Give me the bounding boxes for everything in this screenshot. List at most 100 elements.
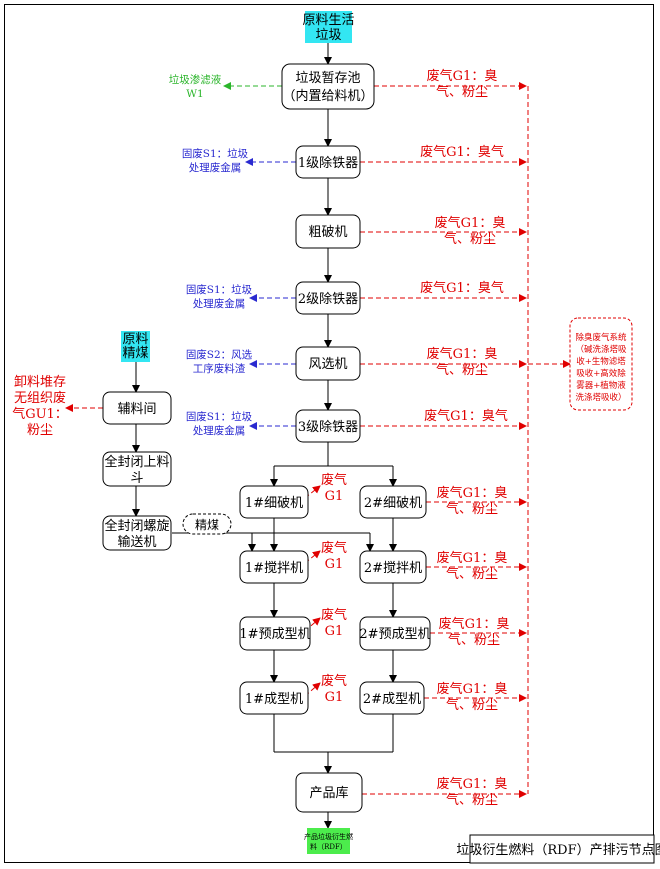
rdf-output: [307, 828, 350, 854]
g-form2-l1: 废气G1：臭: [437, 681, 508, 697]
node-fe3-box: [295, 409, 361, 443]
aux-coal-input-l1: 原料: [122, 332, 148, 347]
sys-l2: （碱洗涤塔吸: [575, 344, 627, 355]
rdf-output-l1: 产品垃圾衍生燃: [304, 832, 353, 841]
sys-l4: 吸收+高效除: [576, 368, 626, 379]
node-pre2-box: [359, 616, 431, 651]
aux-coal-input-l2: 精煤: [122, 346, 148, 361]
node-form2-box: [359, 681, 425, 715]
sys-l3: 收+生物滤塔: [576, 356, 626, 367]
node-storage-l2: （内置给料机）: [282, 88, 373, 104]
node-form2: 2#成型机: [363, 692, 421, 707]
g-air-l1: 废气G1：臭: [427, 346, 498, 362]
g-fine2-l1: 废气G1：臭: [437, 485, 508, 501]
waste-lines: [65, 82, 296, 430]
raw-garbage-input: [305, 11, 352, 43]
raw-garbage-input-l1: 原料生活: [302, 13, 354, 28]
g-fe1: 废气G1：臭气: [420, 144, 504, 160]
g-form2-l2: 气、粉尘: [446, 697, 498, 713]
node-mix2: 2#搅拌机: [364, 560, 422, 576]
node-mix1: 1#搅拌机: [245, 560, 303, 576]
raw-garbage-input-l2: 垃圾: [315, 28, 341, 43]
coal-tag: [182, 513, 232, 535]
g-pre2-l2: 气、粉尘: [448, 632, 500, 648]
node-screw-l2: 输送机: [117, 534, 156, 550]
node-fe3: 3级除铁器: [298, 420, 358, 435]
node-coarse: 粗破机: [308, 225, 347, 240]
s1b-l2: 处理废金属: [193, 297, 246, 310]
g-small-fine1-l1: 废气: [321, 472, 347, 488]
g-mix2-l1: 废气G1：臭: [437, 550, 508, 566]
deodor-system-box: [569, 317, 633, 411]
gu1-l3: 气GU1：: [12, 406, 68, 422]
node-mix1-box: [239, 550, 309, 584]
g-small-form1-l1: 废气: [321, 673, 347, 689]
node-fine1: 1#细破机: [245, 496, 303, 511]
node-storage-l1: 垃圾暂存池: [295, 71, 360, 86]
g-fe2: 废气G1：臭气: [420, 280, 504, 296]
g-small-mix1-l2: G1: [325, 557, 344, 572]
node-fe2-box: [295, 281, 361, 315]
coal-tag-label: 精煤: [195, 518, 219, 532]
g-small-mix1-l1: 废气: [321, 540, 347, 556]
node-aux-room: 辅料间: [117, 402, 156, 417]
g-small-pre1-l2: G1: [325, 624, 344, 639]
gu1-l2: 无组织废: [14, 390, 66, 406]
node-product: 产品库: [309, 785, 348, 801]
leachate-l1: 垃圾渗滤液: [169, 73, 222, 86]
s1a-l1: 固废S1：垃圾: [182, 147, 249, 160]
g-small-form1-l2: G1: [325, 690, 344, 705]
node-air-box: [295, 346, 361, 381]
s1c-l2: 处理废金属: [193, 424, 246, 437]
node-product-box: [295, 772, 363, 813]
g-air-l2: 气、粉尘: [436, 362, 488, 378]
node-hopper-l2: 斗: [130, 471, 143, 486]
sys-l6: 洗涤塔吸收）: [575, 392, 626, 403]
node-storage-box: [281, 63, 375, 110]
node-pre1-box: [239, 616, 311, 651]
sys-l1: 除臭废气系统: [575, 332, 627, 343]
s2-l2: 工序废料渣: [193, 362, 246, 375]
rdf-output-l2: 料（RDF）: [310, 842, 347, 851]
node-aux-room-box: [102, 391, 172, 425]
node-fe2: 2级除铁器: [298, 292, 358, 307]
node-fine2: 2#细破机: [364, 496, 422, 511]
node-form1: 1#成型机: [245, 692, 303, 707]
s2-l1: 固废S2：风选: [186, 348, 253, 361]
g-coarse-l2: 气、粉尘: [444, 231, 496, 247]
s1c-l1: 固废S1：垃圾: [186, 410, 253, 423]
g-small-pre1-l1: 废气: [321, 607, 347, 623]
main-flow-lines: [132, 43, 397, 829]
diagram-frame: [4, 4, 654, 863]
node-fine2-box: [359, 485, 427, 519]
aux-coal-input: [121, 331, 150, 362]
node-fine1-box: [239, 485, 309, 519]
node-hopper-box: [102, 451, 172, 487]
g-small-fine1-l2: G1: [325, 489, 344, 504]
node-form1-box: [239, 681, 309, 715]
node-fe1-box: [295, 145, 361, 179]
node-pre1: 1#预成型机: [239, 627, 310, 642]
diagram-caption: 垃圾衍生燃料（RDF）产排污节点图: [456, 842, 660, 858]
s1a-l2: 处理废金属: [189, 161, 242, 174]
leachate-l2: W1: [186, 88, 203, 100]
gu1-l4: 粉尘: [27, 423, 53, 438]
g-product-l2: 气、粉尘: [446, 792, 498, 808]
node-fe1: 1级除铁器: [298, 156, 358, 171]
sys-l5: 雾器+植物液: [576, 380, 626, 391]
s1b-l1: 固废S1：垃圾: [186, 283, 253, 296]
node-coarse-box: [295, 214, 361, 249]
exhaust-gas-lines: [304, 82, 571, 798]
node-mix2-box: [359, 550, 427, 584]
g-pre2-l1: 废气G1：臭: [439, 616, 510, 632]
gu1-l1: 卸料堆存: [14, 374, 66, 390]
process-boxes: [102, 63, 431, 813]
node-pre2: 2#预成型机: [359, 627, 430, 642]
node-screw-l1: 全封闭螺旋: [104, 518, 169, 534]
g-storage-l1: 废气G1：臭: [427, 68, 498, 84]
g-coarse-l1: 废气G1：臭: [435, 215, 506, 231]
g-storage-l2: 气、粉尘: [436, 84, 488, 100]
node-screw-box: [102, 515, 172, 551]
node-air: 风选机: [308, 357, 347, 372]
g-fine2-l2: 气、粉尘: [446, 501, 498, 517]
